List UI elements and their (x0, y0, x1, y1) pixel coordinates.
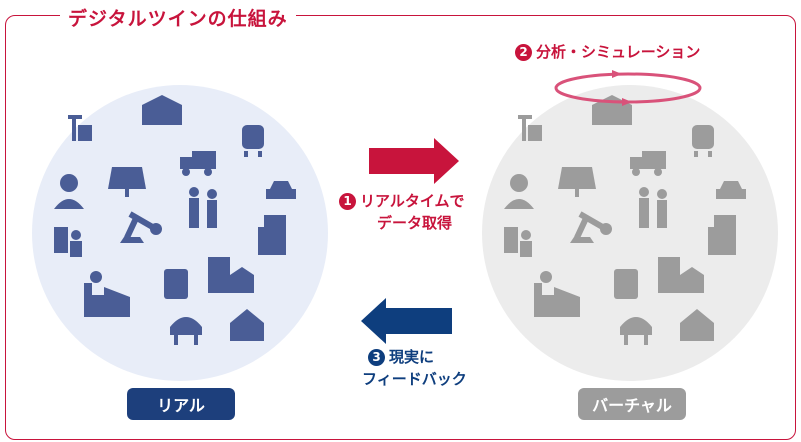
step-1-number-icon: 1 (339, 192, 356, 210)
arrow-right-icon (369, 138, 459, 184)
cycle-arrowhead-icon (612, 70, 622, 78)
diagram-title: デジタルツインの仕組み (60, 4, 296, 31)
step-3-line1: 現実に (389, 348, 435, 366)
arrow-left-icon (361, 298, 452, 344)
real-label: リアル (127, 388, 235, 420)
step-2-line1: 分析・シミュレーション (536, 43, 701, 61)
step-1-line1: リアルタイムで (360, 192, 465, 210)
step-3-number-icon: 3 (368, 348, 385, 366)
virtual-label: バーチャル (578, 388, 686, 420)
step-3-line2: フィードバック (362, 370, 467, 388)
diagram-frame (5, 15, 796, 440)
step-2-number-icon: 2 (515, 43, 532, 61)
step-1-line2: データ取得 (377, 214, 453, 232)
